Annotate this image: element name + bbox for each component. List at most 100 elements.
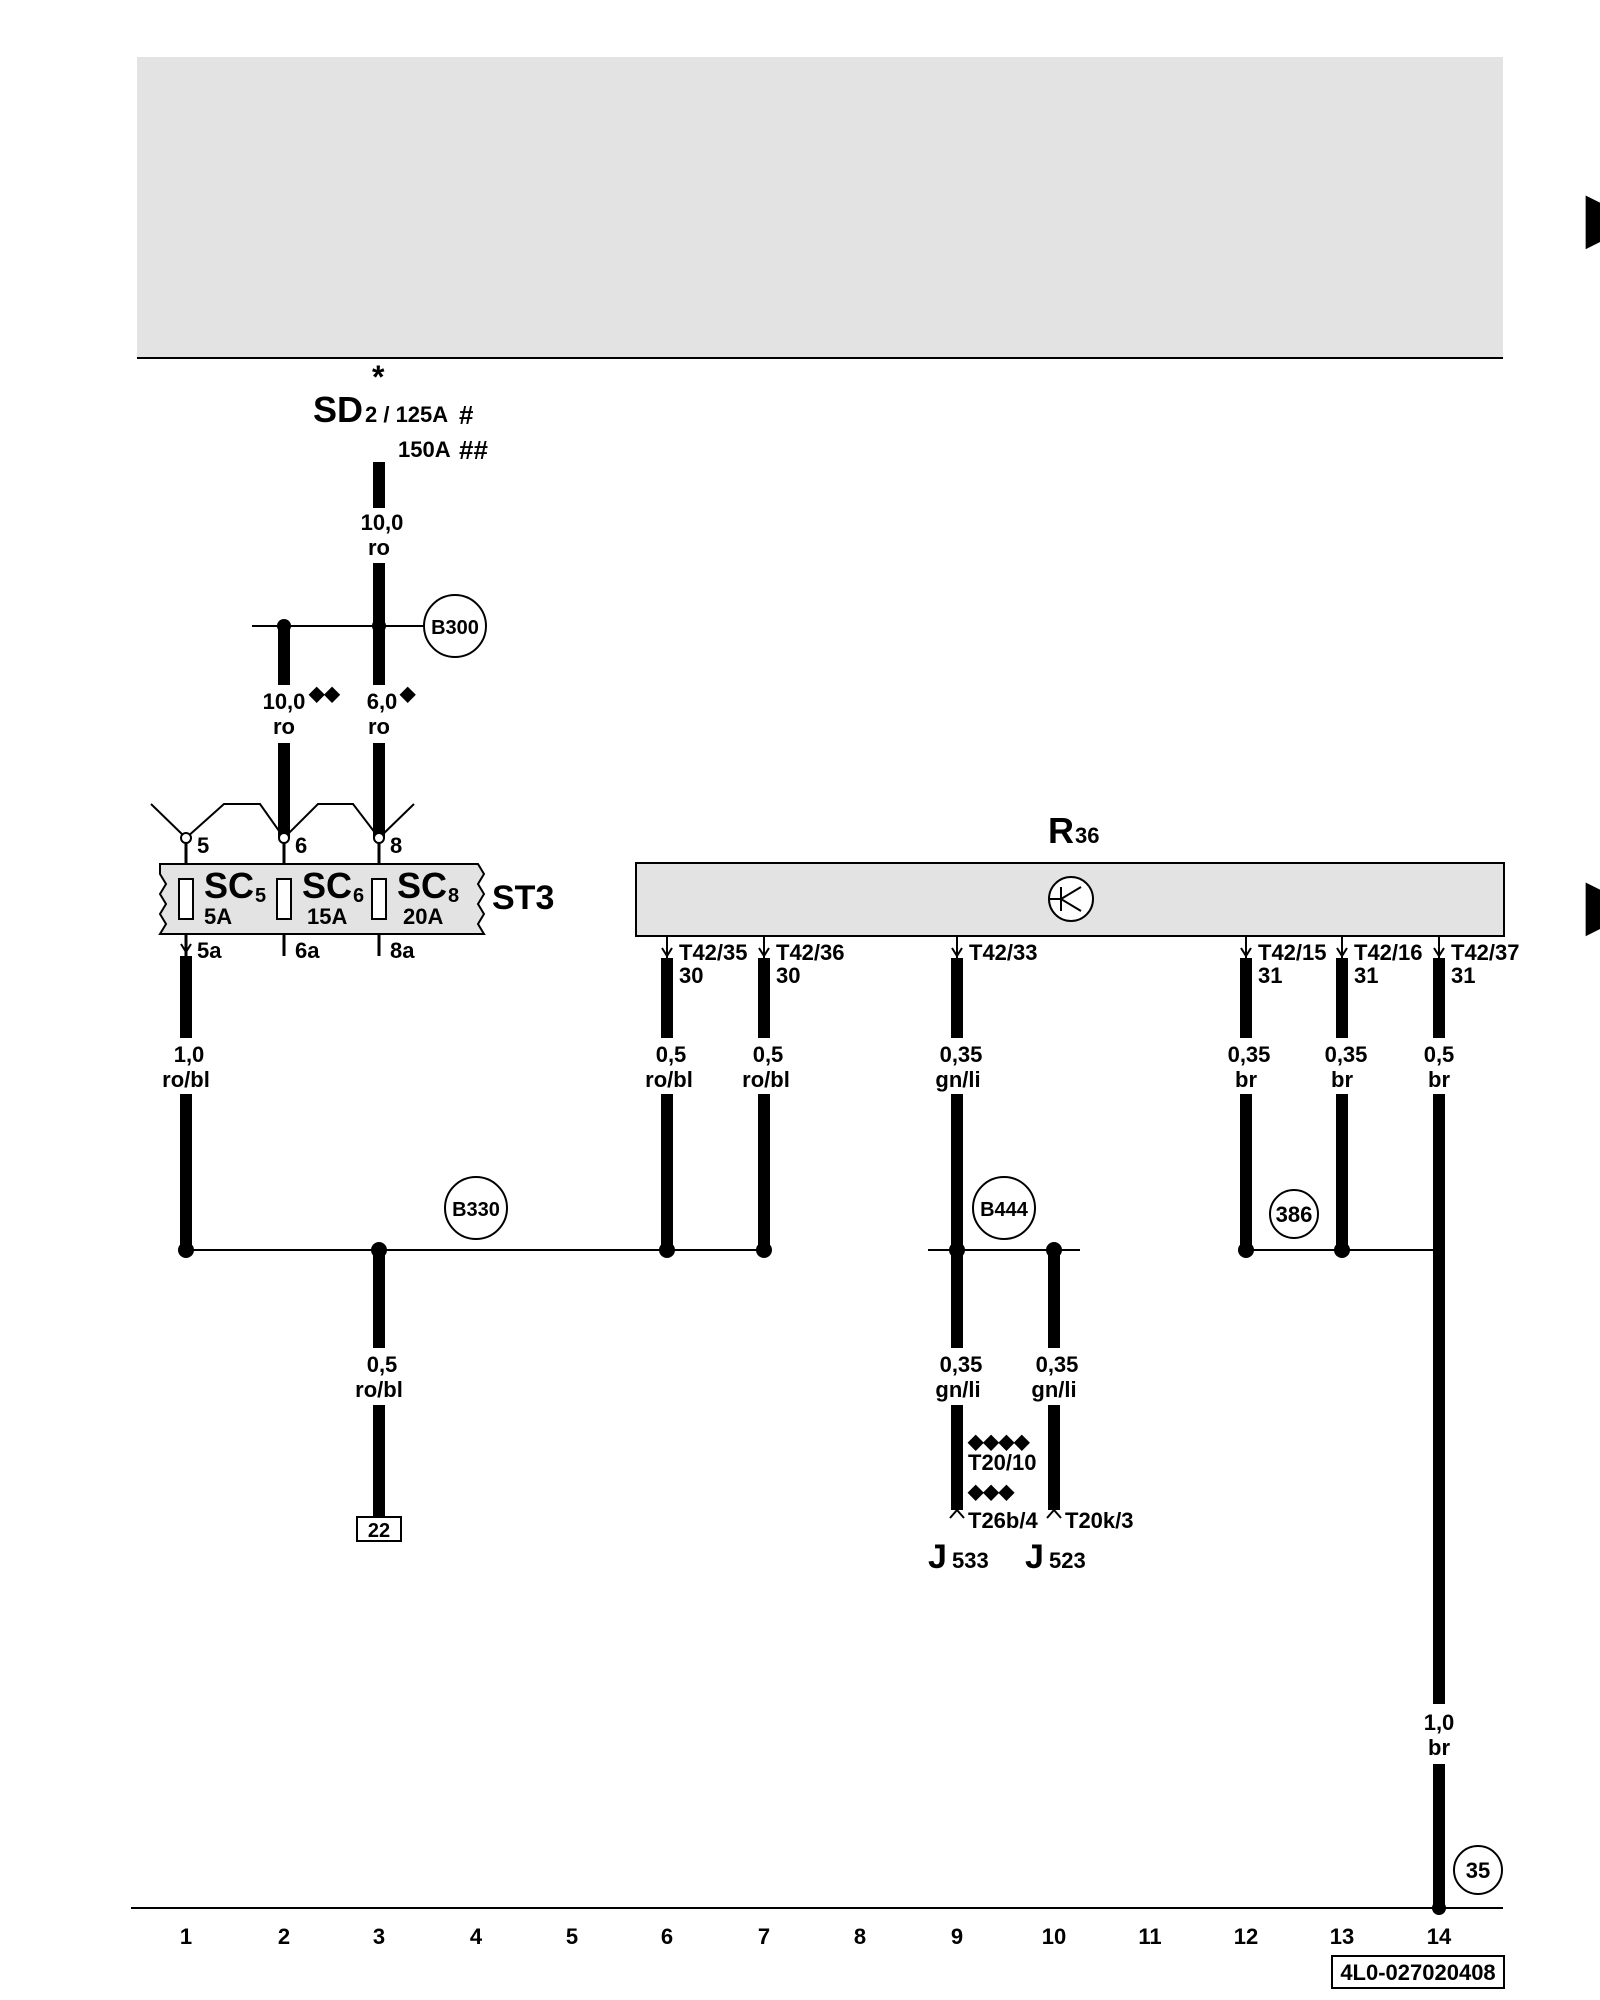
wire-col14-color: br bbox=[1428, 1067, 1450, 1092]
fuse-sc8-name: SC bbox=[397, 865, 447, 906]
radio-pin-t42-35: T42/35 bbox=[679, 940, 748, 965]
wire-supply-size: 10,0 bbox=[361, 510, 404, 535]
junction-b300-circle bbox=[423, 594, 487, 658]
wire-fuse8-size: 6,0 bbox=[367, 689, 398, 714]
ref-22-box[interactable] bbox=[356, 1516, 402, 1542]
radio-term-t42-16: 31 bbox=[1354, 963, 1378, 988]
fuse-sc5-num: 5 bbox=[255, 885, 266, 907]
fuse-sc5-rating: 5A bbox=[204, 904, 232, 929]
ref-22-label: 22 bbox=[368, 1520, 390, 1542]
node-386-12 bbox=[1238, 1242, 1254, 1258]
wire-col7-size: 0,5 bbox=[753, 1042, 784, 1067]
wire-fuse8-mark: ◆ bbox=[399, 683, 416, 705]
wire-col1-size: 1,0 bbox=[174, 1042, 205, 1067]
radio-pin-t42-36: T42/36 bbox=[776, 940, 845, 965]
fuse-sc6-name: SC bbox=[302, 865, 352, 906]
radio-pin-t42-33: T42/33 bbox=[969, 940, 1038, 965]
junction-b330-label: B330 bbox=[452, 1199, 500, 1221]
wire-col7-color: ro/bl bbox=[742, 1067, 790, 1092]
axis-label-14: 14 bbox=[1427, 1924, 1452, 1949]
node-b330-7 bbox=[756, 1242, 772, 1258]
supply-sd: SD bbox=[313, 389, 363, 430]
fuse-carrier-label: ST3 bbox=[492, 879, 554, 917]
doc-code-box bbox=[1331, 1955, 1505, 1989]
control-unit-j523-letter: J bbox=[1025, 1538, 1044, 1576]
axis-label-8: 8 bbox=[854, 1924, 866, 1949]
axis-label-7: 7 bbox=[758, 1924, 770, 1949]
control-unit-j533-num: 533 bbox=[952, 1548, 989, 1573]
fuse-pin-label-5: 5 bbox=[197, 833, 209, 858]
node-386-14 bbox=[1433, 1244, 1445, 1256]
junction-b444-circle bbox=[972, 1176, 1036, 1240]
fuse-sc8-num: 8 bbox=[448, 885, 459, 907]
wire-col9-color: gn/li bbox=[935, 1067, 980, 1092]
wire-supply-color: ro bbox=[368, 535, 390, 560]
connector-t20-10: T20/10 bbox=[968, 1450, 1037, 1475]
fuse-carrier-st3 bbox=[158, 863, 486, 935]
fuse-pin-label-5a: 5a bbox=[197, 938, 222, 963]
doc-code: 4L0-027020408 bbox=[1340, 1960, 1495, 1985]
wire-fuse8-color: ro bbox=[368, 714, 390, 739]
wire-col14-lower-color: br bbox=[1428, 1735, 1450, 1760]
wire-col10-color: gn/li bbox=[1031, 1377, 1076, 1402]
fuse-body-sc5 bbox=[178, 878, 194, 920]
control-unit-j533-letter: J bbox=[928, 1538, 947, 1576]
axis-label-6: 6 bbox=[661, 1924, 673, 1949]
wire-col14-label-bg bbox=[1420, 1704, 1460, 1764]
continue-arrow-top[interactable]: ► bbox=[1568, 168, 1600, 268]
wire-fuse6-mark: ◆◆ bbox=[308, 683, 340, 705]
control-unit-j523-num: 523 bbox=[1049, 1548, 1086, 1573]
wire-col14-size: 0,5 bbox=[1424, 1042, 1455, 1067]
header-panel bbox=[137, 57, 1503, 357]
supply-hash2: ## bbox=[459, 435, 488, 465]
fuse-sc5-name: SC bbox=[204, 865, 254, 906]
wire-fuse6-color: ro bbox=[273, 714, 295, 739]
radio-name: R bbox=[1048, 810, 1074, 851]
fuse-sc6-rating: 15A bbox=[307, 904, 347, 929]
axis-label-2: 2 bbox=[278, 1924, 290, 1949]
axis-label-4: 4 bbox=[470, 1924, 483, 1949]
wire-col3-color: ro/bl bbox=[355, 1377, 403, 1402]
axis-label-12: 12 bbox=[1234, 1924, 1258, 1949]
node-b330-6 bbox=[659, 1242, 675, 1258]
radio-pin-stubs bbox=[661, 936, 1445, 958]
fuse-sc8-rating: 20A bbox=[403, 904, 443, 929]
fuse-body-sc8 bbox=[371, 878, 387, 920]
wire-col3-size: 0,5 bbox=[367, 1352, 398, 1377]
wire-fuse6-size: 10,0 bbox=[263, 689, 306, 714]
axis-label-1: 1 bbox=[180, 1924, 192, 1949]
fuse-pin-6 bbox=[278, 832, 290, 844]
fuse-pin-label-8a: 8a bbox=[390, 938, 415, 963]
supply-sd-sub: 2 / 125A bbox=[365, 402, 448, 427]
junction-b444-label: B444 bbox=[980, 1199, 1029, 1221]
radio-num: 36 bbox=[1075, 823, 1099, 848]
junction-b300-label: B300 bbox=[431, 617, 479, 639]
wire-col1-color: ro/bl bbox=[162, 1067, 210, 1092]
connector-mark-3: ◆◆◆ bbox=[967, 1481, 1015, 1503]
supply-alt-rating: 150A bbox=[398, 437, 451, 462]
radio-term-t42-15: 31 bbox=[1258, 963, 1282, 988]
axis-label-13: 13 bbox=[1330, 1924, 1354, 1949]
junction-b330-circle bbox=[444, 1176, 508, 1240]
axis-label-10: 10 bbox=[1042, 1924, 1066, 1949]
radio-pin-t42-37: T42/37 bbox=[1451, 940, 1520, 965]
wire-col10-size: 0,35 bbox=[1036, 1352, 1079, 1377]
axis-label-11: 11 bbox=[1138, 1924, 1161, 1949]
fuse-pin-5 bbox=[180, 832, 192, 844]
supply-star: * bbox=[372, 359, 385, 395]
axis-label-9: 9 bbox=[951, 1924, 963, 1949]
wire-col12-size: 0,35 bbox=[1228, 1042, 1271, 1067]
continue-arrow-mid[interactable]: ► bbox=[1568, 855, 1600, 955]
fuse-body-sc6 bbox=[276, 878, 292, 920]
fuse-pin-8 bbox=[373, 832, 385, 844]
radio-term-t42-36: 30 bbox=[776, 963, 800, 988]
radio-symbol-icon bbox=[1048, 876, 1094, 922]
ground-35-label: 35 bbox=[1466, 1858, 1490, 1883]
axis-label-5: 5 bbox=[566, 1924, 578, 1949]
junction-386-label: 386 bbox=[1276, 1202, 1313, 1227]
fuse-pin-label-8: 8 bbox=[390, 833, 402, 858]
wire-col12-color: br bbox=[1235, 1067, 1257, 1092]
node-b330-1 bbox=[178, 1242, 194, 1258]
fuse-sc6-num: 6 bbox=[353, 885, 364, 907]
